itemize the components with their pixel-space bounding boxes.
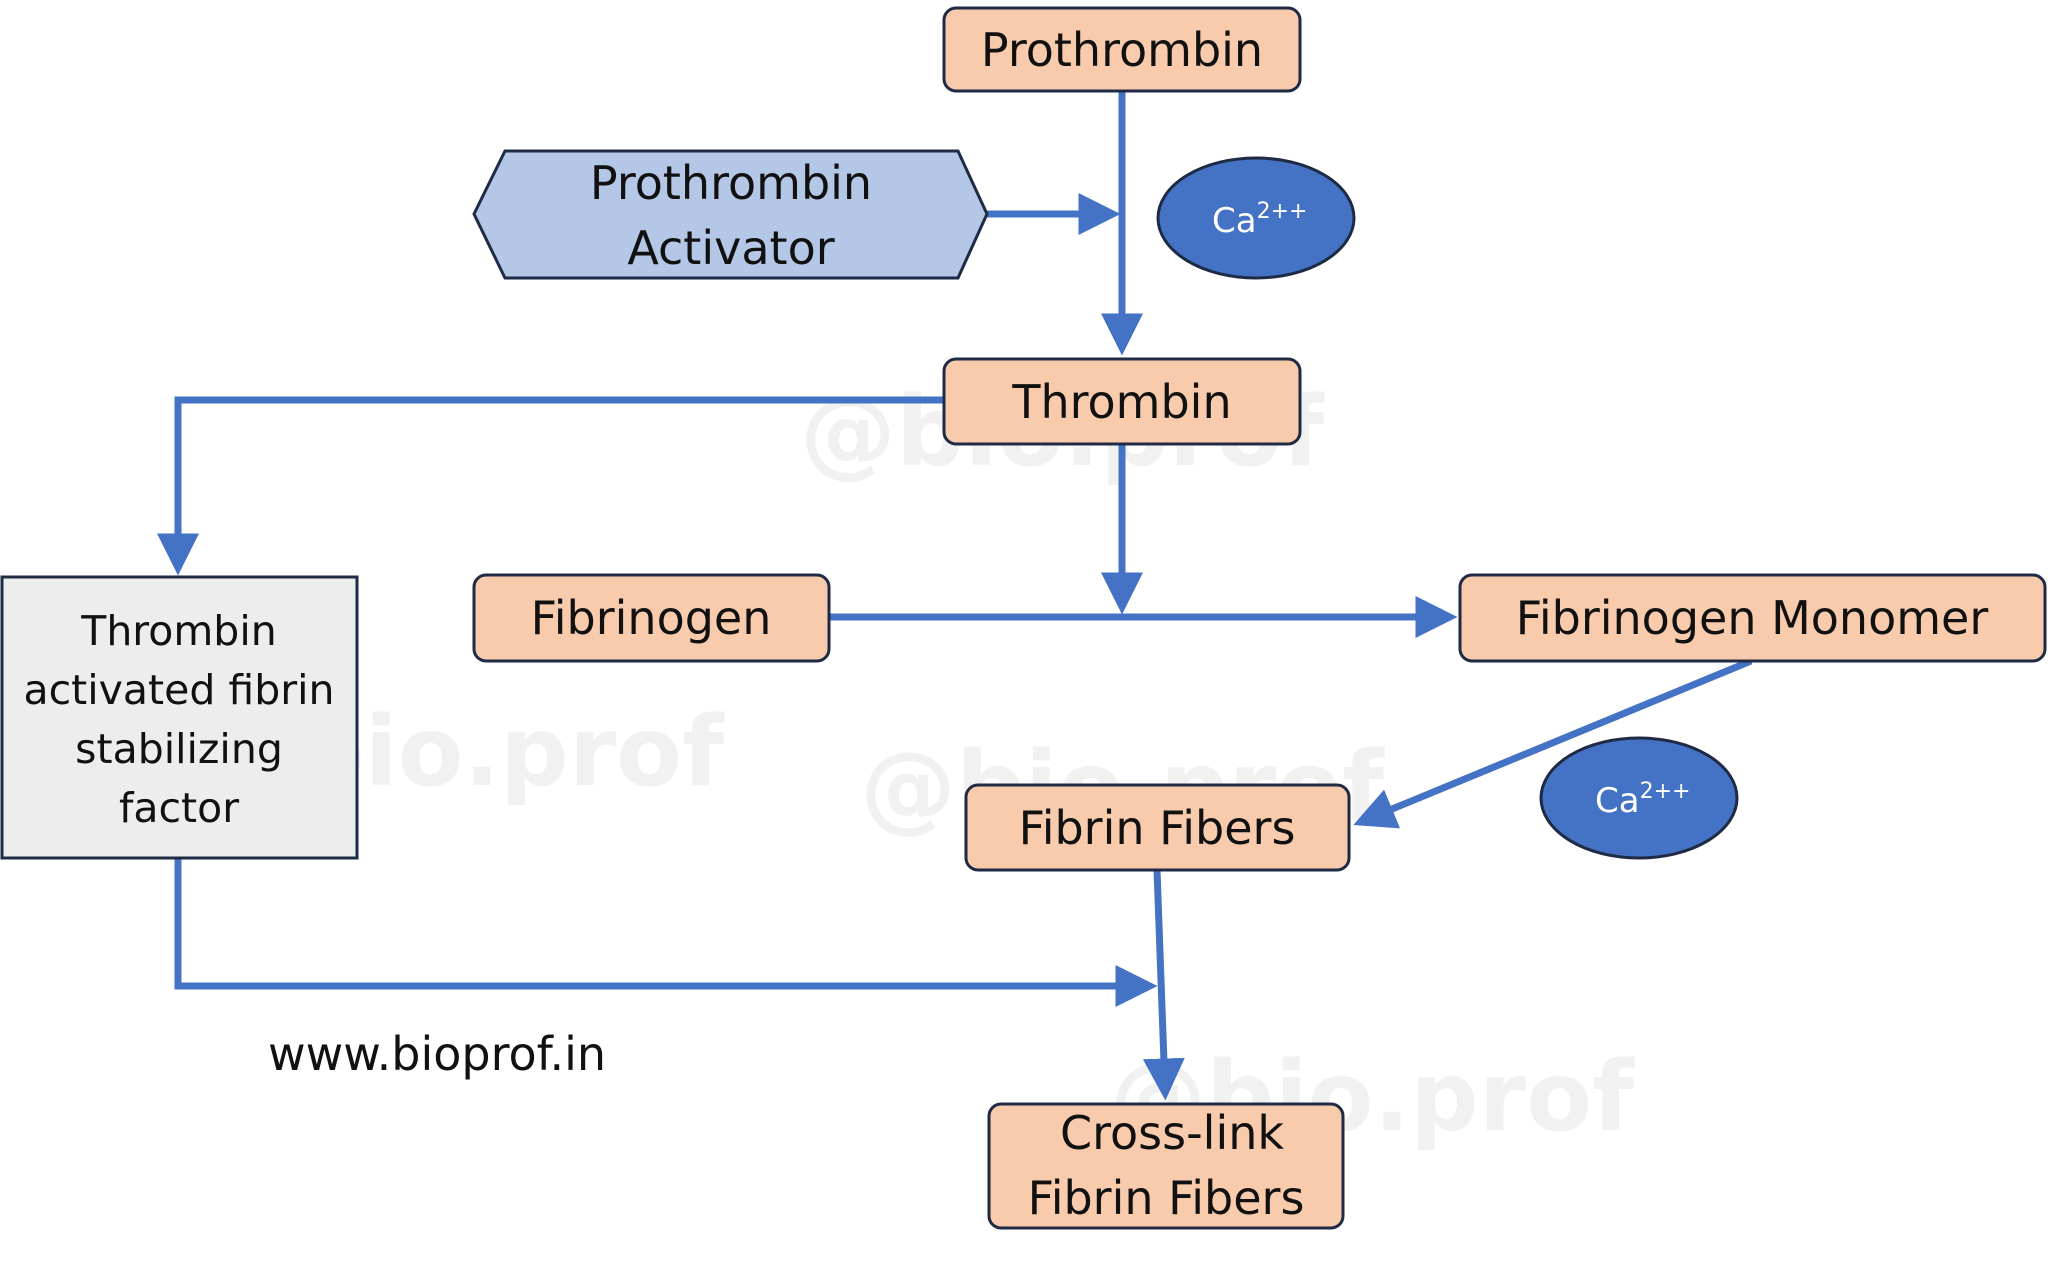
node-crosslink-fibrin-fibers: Cross-link Fibrin Fibers [987, 1102, 1345, 1230]
calcium-ion-2: Ca2++ [1539, 736, 1739, 860]
svg-text:Thrombin: Thrombin [1011, 375, 1231, 429]
arrow-fibrin-to-crosslink [1142, 869, 1185, 1101]
arrow-tafsf-to-crosslink [174, 858, 1158, 1007]
svg-text:Fibrinogen: Fibrinogen [531, 591, 772, 645]
calcium-ion-1: Ca2++ [1156, 156, 1356, 280]
node-fibrinogen: Fibrinogen [472, 573, 831, 663]
svg-text:Fibrin Fibers: Fibrin Fibers [1019, 801, 1296, 855]
svg-text:stabilizing: stabilizing [75, 725, 283, 773]
svg-text:activated fibrin: activated fibrin [24, 666, 335, 714]
svg-text:Prothrombin: Prothrombin [981, 23, 1263, 77]
node-prothrombin-activator: Prothrombin Activator [472, 149, 989, 280]
svg-text:Fibrin Fibers: Fibrin Fibers [1028, 1171, 1305, 1225]
arrow-monomer-to-fibrin [1353, 657, 1753, 829]
svg-text:Fibrinogen Monomer: Fibrinogen Monomer [1516, 591, 1989, 645]
svg-text:factor: factor [119, 784, 239, 832]
svg-text:Activator: Activator [627, 221, 834, 275]
node-fibrin-fibers: Fibrin Fibers [964, 783, 1351, 872]
arrow-thrombin-to-tafsf [157, 396, 944, 576]
svg-text:Thrombin: Thrombin [80, 607, 276, 655]
svg-text:Ca2++: Ca2++ [1595, 779, 1690, 821]
node-fibrinogen-monomer: Fibrinogen Monomer [1458, 573, 2047, 663]
node-thrombin-activated-fibrin-stabilizing-factor: Thrombin activated fibrin stabilizing fa… [0, 575, 359, 860]
website-label: www.bioprof.in [268, 1027, 606, 1081]
node-thrombin: Thrombin [942, 357, 1302, 446]
node-prothrombin: Prothrombin [942, 6, 1302, 93]
svg-text:Ca2++: Ca2++ [1212, 199, 1307, 241]
svg-text:Prothrombin: Prothrombin [590, 156, 872, 210]
svg-text:Cross-link: Cross-link [1060, 1106, 1284, 1160]
